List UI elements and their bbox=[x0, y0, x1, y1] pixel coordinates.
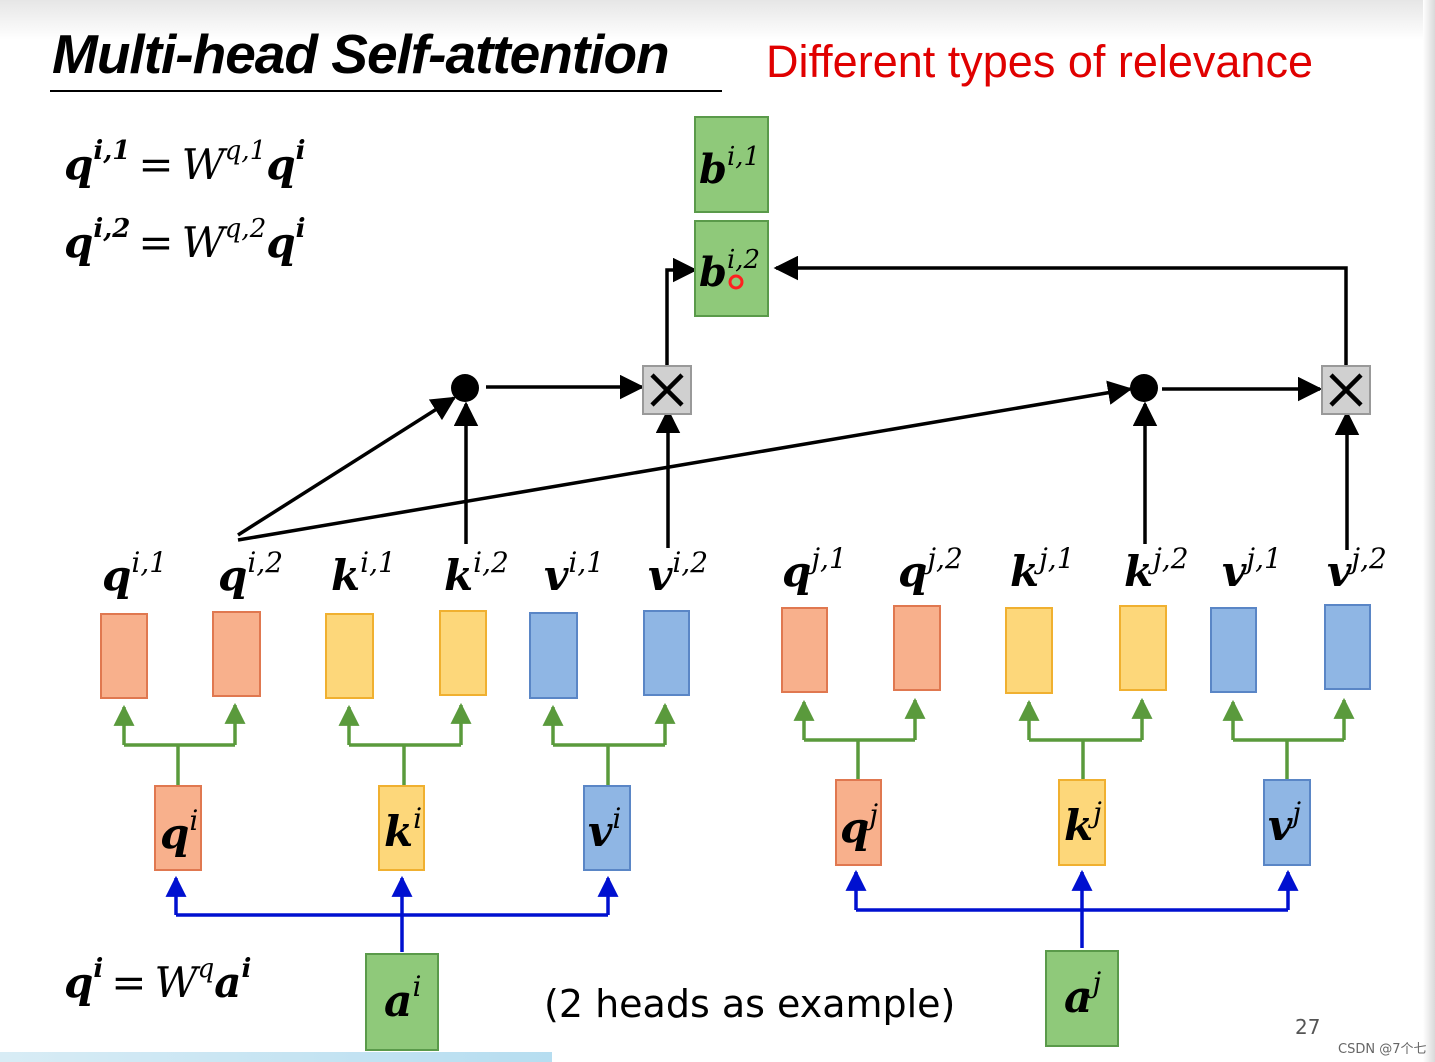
box-k-j bbox=[1058, 779, 1106, 866]
label-k-j: kj bbox=[1064, 796, 1102, 850]
arrow-q-i2-to-dot-i bbox=[237, 396, 457, 537]
top-shading bbox=[0, 0, 1435, 40]
slide-title: Multi-head Self-attention bbox=[52, 23, 670, 85]
vector-v-j1 bbox=[1210, 607, 1257, 693]
label-q-i: qi bbox=[160, 804, 198, 858]
output-box-b-i2 bbox=[694, 220, 769, 317]
box-q-i bbox=[154, 785, 202, 871]
input-lines-i bbox=[165, 875, 619, 952]
split-lines-j bbox=[793, 697, 1355, 780]
heads-note: (2 heads as example) bbox=[544, 982, 956, 1026]
box-v-i bbox=[583, 785, 631, 871]
vector-k-i2 bbox=[439, 610, 487, 696]
slide-subtitle: Different types of relevance bbox=[766, 36, 1313, 87]
vector-q-i1 bbox=[100, 613, 148, 699]
label-v-j2: vj,2 bbox=[1327, 542, 1387, 596]
input-box-a-j bbox=[1045, 950, 1119, 1047]
projection-boxes-i bbox=[154, 785, 631, 871]
label-k-i1: ki,1 bbox=[331, 546, 396, 600]
equation-q-i1: qi,1=Wq,1qi bbox=[64, 136, 306, 189]
label-q-j1: qj,1 bbox=[782, 542, 847, 596]
label-q-i2: qi,2 bbox=[218, 546, 283, 600]
label-v-i: vi bbox=[588, 802, 621, 856]
page-number: 27 bbox=[1295, 1015, 1321, 1039]
box-q-j bbox=[835, 779, 882, 866]
arrow-mult-i-to-b-i2 bbox=[665, 257, 698, 366]
cursor-highlight-icon bbox=[728, 274, 744, 290]
label-v-i2: vi,2 bbox=[648, 546, 708, 600]
label-k-j1: kj,1 bbox=[1010, 542, 1075, 596]
vector-k-j1 bbox=[1005, 607, 1053, 694]
output-label-b-i1: bi,1 bbox=[699, 142, 760, 193]
input-box-a-i bbox=[365, 953, 439, 1051]
label-a-j: aj bbox=[1064, 966, 1102, 1023]
bottom-progress-bar bbox=[0, 1052, 552, 1062]
input-lines-j bbox=[845, 869, 1299, 948]
vector-k-j2 bbox=[1119, 605, 1167, 691]
head-labels-i: qi,1 qi,2 ki,1 ki,2 vi,1 vi,2 bbox=[102, 546, 708, 600]
multiply-box-j bbox=[1321, 365, 1371, 415]
attention-arrows bbox=[237, 255, 1360, 550]
head-labels-j: qj,1 qj,2 kj,1 kj,2 vj,1 vj,2 bbox=[782, 542, 1387, 596]
label-k-i: ki bbox=[384, 802, 422, 856]
vector-k-i1 bbox=[325, 613, 374, 699]
vector-v-j2 bbox=[1324, 604, 1371, 690]
multiply-box-i bbox=[642, 365, 692, 415]
vector-q-j2 bbox=[893, 605, 941, 691]
label-k-i2: ki,2 bbox=[444, 546, 509, 600]
label-k-j2: kj,2 bbox=[1124, 542, 1189, 596]
equation-q-i2: qi,2=Wq,2qi bbox=[64, 214, 306, 267]
output-box-b-i1 bbox=[694, 116, 769, 213]
equation-q-i: qi=Wqai bbox=[64, 954, 252, 1007]
projection-boxes-j bbox=[835, 779, 1311, 866]
output-label-b-i2: bi,2 bbox=[699, 245, 760, 296]
box-v-j bbox=[1263, 779, 1311, 866]
arrow-q-i2-to-dot-j bbox=[237, 380, 1133, 542]
label-q-j2: qj,2 bbox=[898, 542, 963, 596]
label-a-i: ai bbox=[384, 970, 421, 1027]
vector-v-i1 bbox=[529, 612, 578, 699]
arrow-mult-j-to-b-i2 bbox=[773, 255, 1348, 366]
right-shading bbox=[1423, 0, 1435, 1062]
vector-q-j1 bbox=[781, 607, 828, 693]
dot-product-node-j bbox=[1130, 374, 1158, 402]
label-v-j: vj bbox=[1268, 796, 1301, 850]
head-vectors-j bbox=[781, 604, 1371, 694]
label-q-j: qj bbox=[840, 798, 878, 852]
dot-product-node-i bbox=[451, 374, 479, 402]
vector-q-i2 bbox=[212, 611, 261, 697]
split-lines-i bbox=[113, 702, 676, 786]
label-v-j1: vj,1 bbox=[1222, 542, 1282, 596]
head-vectors-i bbox=[100, 610, 690, 699]
watermark: CSDN @7个七 bbox=[1338, 1042, 1427, 1057]
label-q-i1: qi,1 bbox=[102, 546, 167, 600]
vector-v-i2 bbox=[643, 610, 690, 696]
title-underline bbox=[50, 90, 722, 92]
label-v-i1: vi,1 bbox=[544, 546, 604, 600]
box-k-i bbox=[378, 785, 425, 871]
